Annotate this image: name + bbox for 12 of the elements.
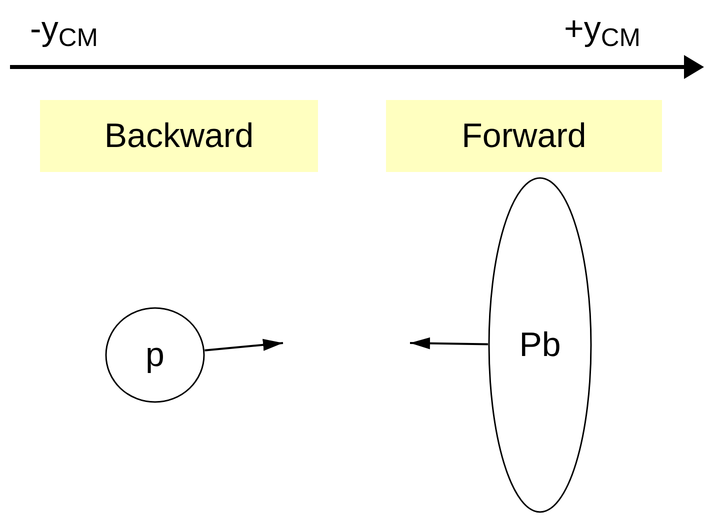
node-label: Pb [519, 328, 561, 362]
arrow [204, 338, 284, 352]
proton-circle [105, 307, 205, 403]
label-band [40, 100, 318, 172]
nucleus-ellipse [488, 177, 592, 513]
node-label: p [146, 338, 164, 372]
axis-label: +y$_{CM}$ [564, 12, 641, 46]
axis-label: -y$_{CM}$ [30, 12, 98, 46]
label-band [386, 100, 662, 172]
node-label: Forward [462, 119, 586, 153]
arrow [410, 337, 488, 350]
node-label: Backward [104, 119, 254, 153]
